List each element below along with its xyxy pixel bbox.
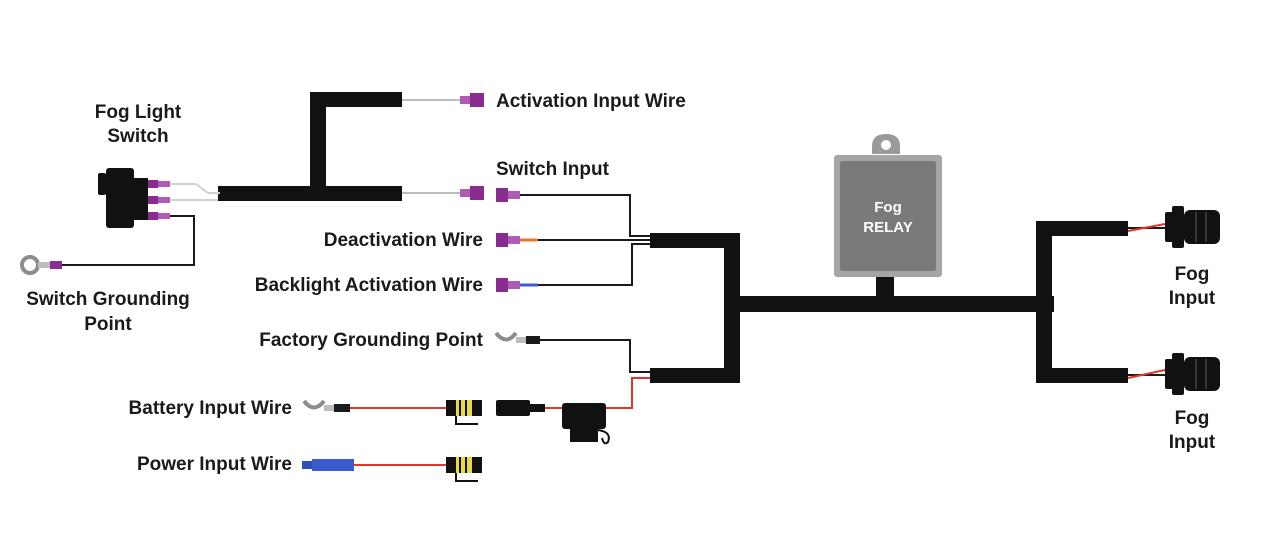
rocker-switch-icon [98,168,170,228]
relay-label-line1: Fog [874,199,902,216]
harness-relay-stub [876,272,894,300]
harness-activation-branch [310,92,402,107]
female-bullet-connector-icon [460,93,484,200]
backlight-activation-wire-label: Backlight Activation Wire [255,275,483,296]
weatherproof-connector-mate-icon [496,400,545,416]
power-input-wire-label: Power Input Wire [137,454,292,475]
wire-fog-bottom-red [1127,369,1166,379]
fog-light-plug-icon [1165,353,1220,395]
relay-module-icon [834,134,942,277]
deactivation-wire-label: Deactivation Wire [324,230,483,251]
wires [62,99,1166,466]
fog-input-top-label-line1: Fog [1175,264,1210,285]
harness-fog-bottom-branch [1036,368,1128,383]
fog-light-plug-icon [1165,206,1220,248]
harness-right-vertical [1036,221,1052,383]
battery-input-wire-label: Battery Input Wire [129,398,292,419]
male-bullet-connector-icon [496,188,520,292]
ring-terminal-icon [20,255,62,275]
activation-input-wire-label: Activation Input Wire [496,91,686,112]
wire-backlight [520,243,650,286]
harness-lower-junction [650,368,740,383]
wire-fog-top-red [1127,223,1166,232]
spade-terminal-icon [494,331,540,344]
switch-input-label: Switch Input [496,159,610,180]
wire-switch-ground [62,215,195,266]
harness-vertical-left [310,92,326,192]
spade-terminal-icon [302,399,350,412]
wire-switch-input [520,194,650,237]
weatherproof-connector-icon [446,400,482,425]
wiring-harness [218,92,1128,383]
harness-switch-trunk [218,186,402,201]
harness-fog-top-branch [1036,221,1128,236]
fog-input-bottom-label-line2: Input [1169,432,1216,453]
wire-factory-ground [540,339,650,373]
harness-upper-junction [650,233,740,248]
fog-light-switch-label-line2: Switch [107,126,168,147]
harness-main-trunk [724,296,1054,312]
blue-sleeve-icon [302,459,354,471]
fog-input-bottom-label-line1: Fog [1175,408,1210,429]
inline-fuse-holder-icon [562,403,610,445]
fog-input-top-label-line2: Input [1169,288,1216,309]
wire-switch-top [170,183,220,194]
wire-red-harness [605,377,650,409]
weatherproof-connector-icon [446,457,482,482]
switch-grounding-point-label-line2: Point [84,314,132,335]
switch-grounding-point-label-line1: Switch Grounding [26,289,190,310]
fog-light-switch-label-line1: Fog Light [95,102,182,123]
factory-grounding-point-label: Factory Grounding Point [259,330,483,351]
relay-label-line2: RELAY [863,219,912,236]
